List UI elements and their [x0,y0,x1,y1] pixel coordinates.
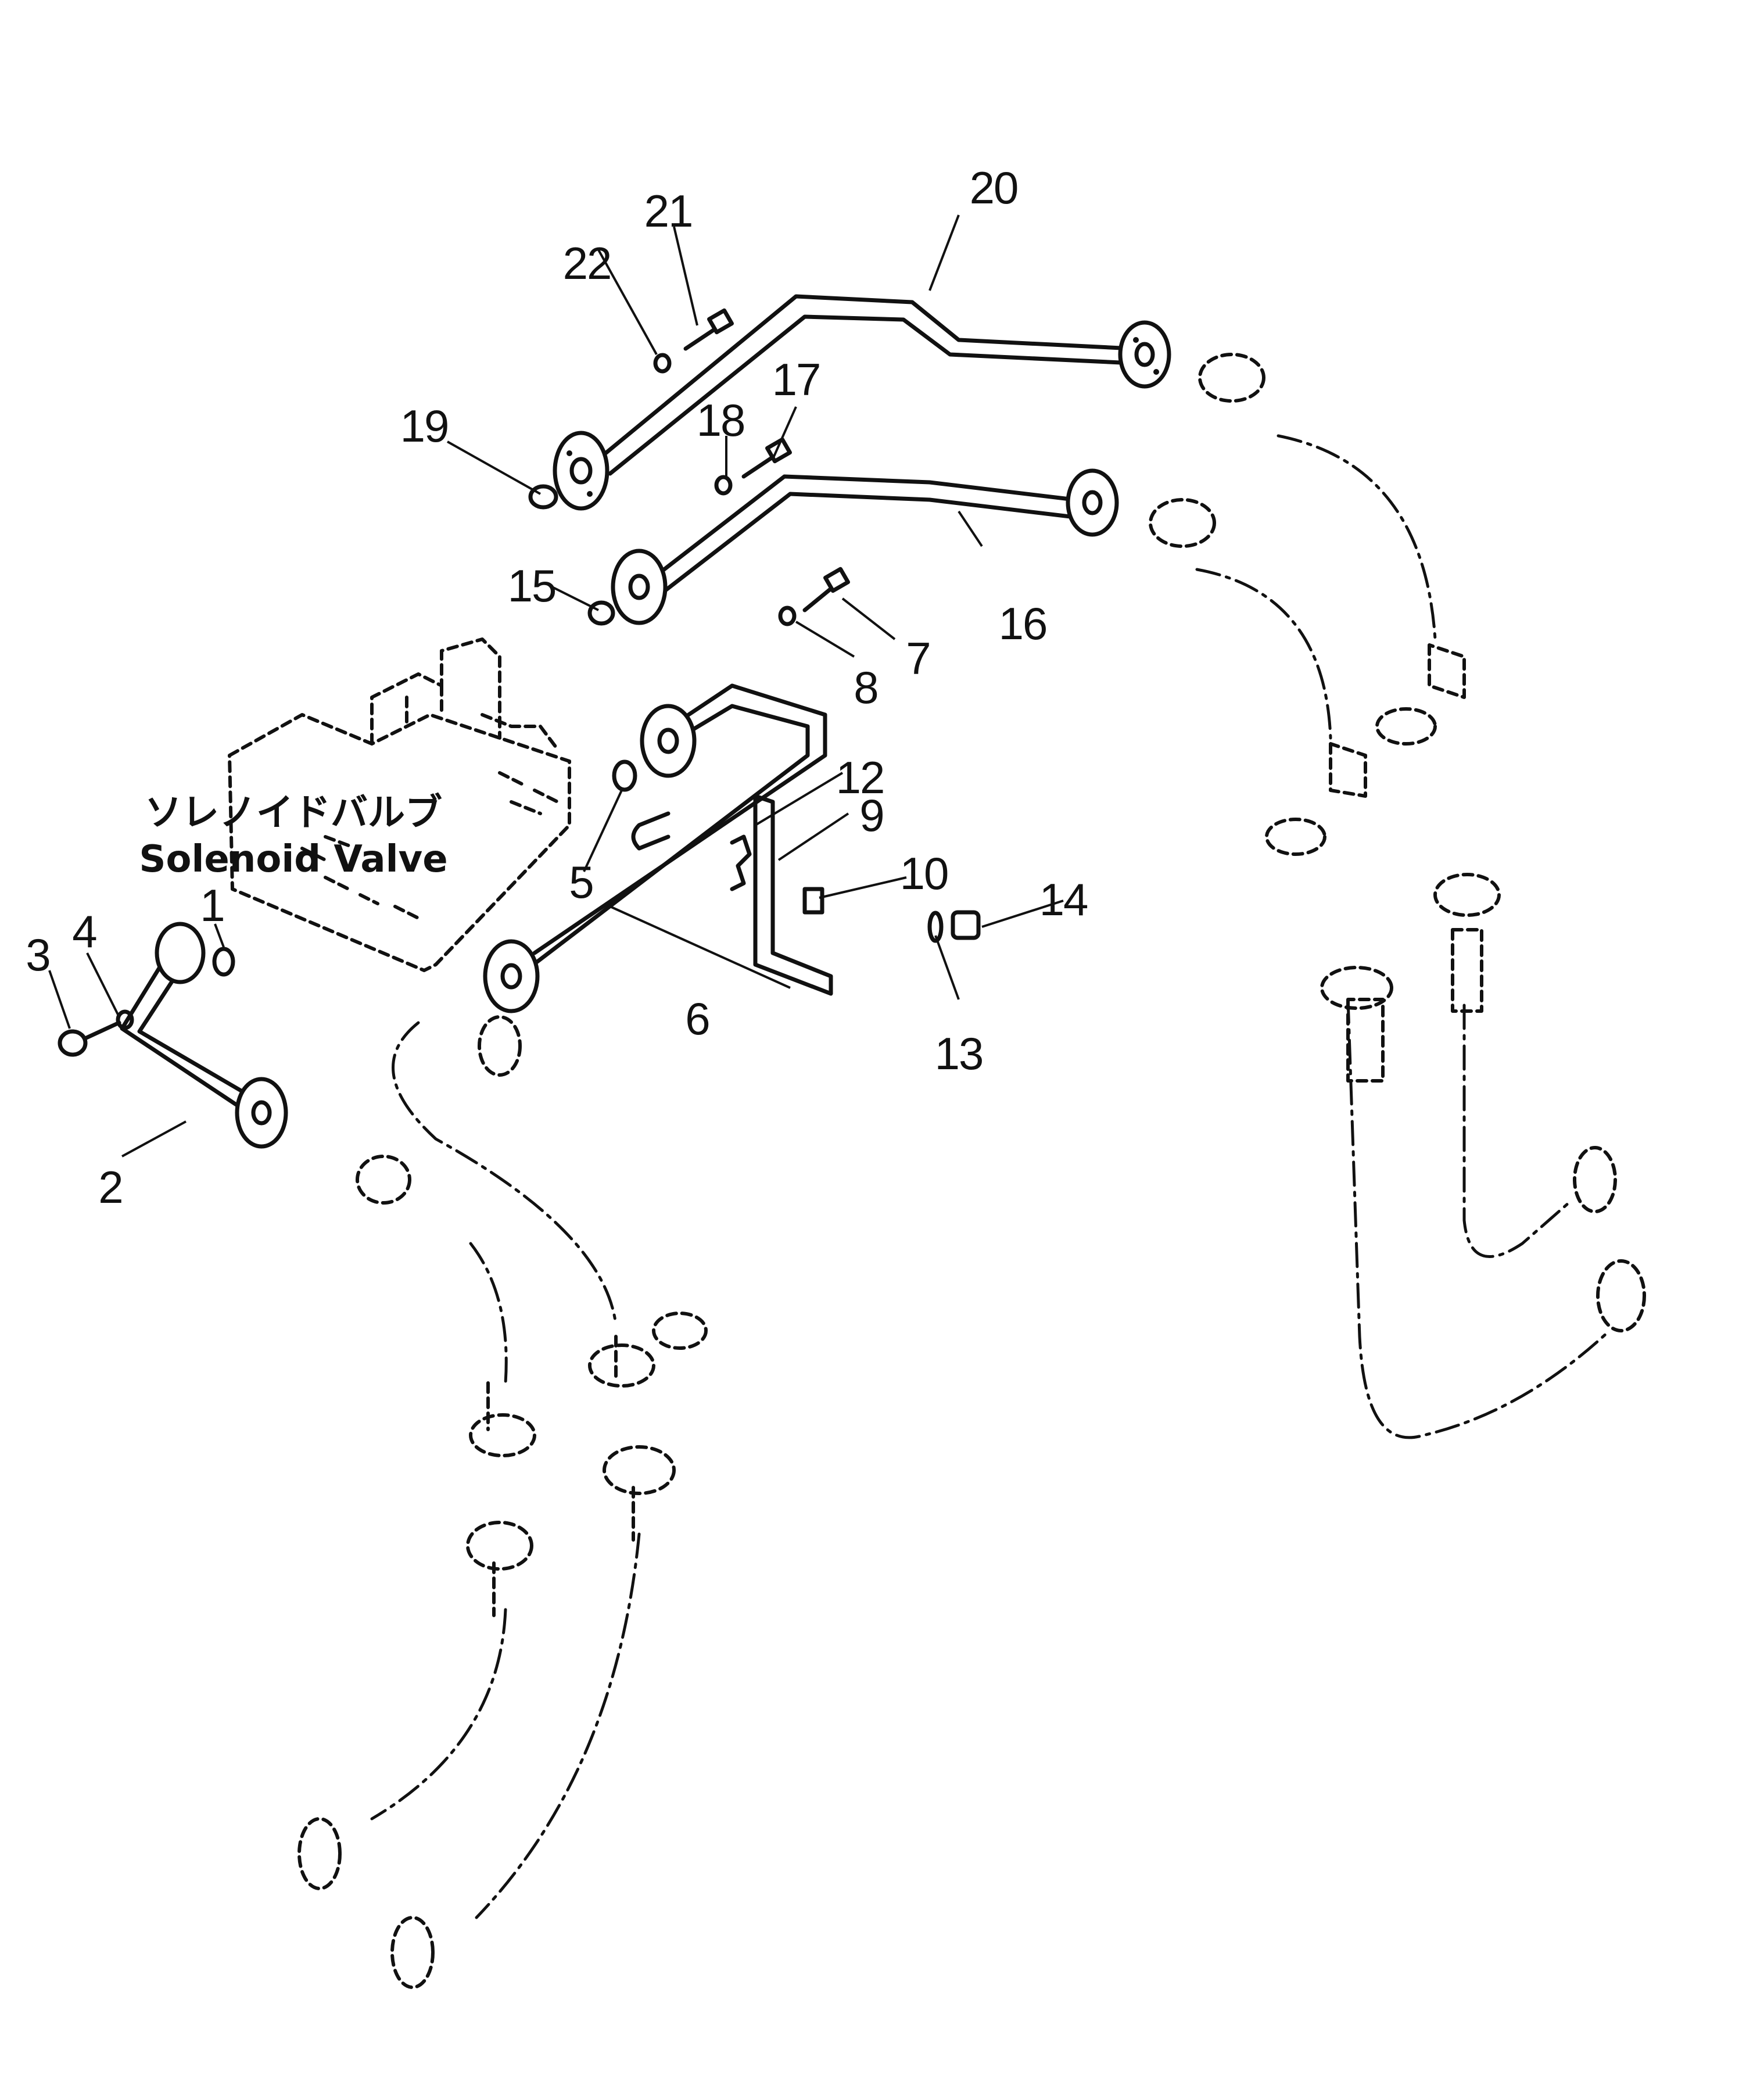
solenoid-label-en: Solenoid Valve [139,838,447,881]
callout-1: 1 [200,880,224,931]
pipe-2 [120,922,288,1149]
callout-numbers: 22 21 20 19 18 17 15 16 7 8 12 9 10 14 1… [26,162,1089,1213]
fasteners [58,308,981,1057]
callout-3: 3 [26,929,49,980]
callout-8: 8 [854,662,877,713]
callout-20: 20 [970,162,1018,213]
callout-5: 5 [569,857,593,908]
callout-16: 16 [999,598,1047,649]
callout-22: 22 [563,238,611,289]
solenoid-label-jp: ソレノイドバルブ [145,791,442,834]
leader-lines [48,214,1064,1158]
pipe-20 [553,294,1171,511]
callout-2: 2 [98,1162,122,1213]
solenoid-valve-body [228,637,571,972]
callout-9: 9 [859,790,883,841]
callout-14: 14 [1039,874,1088,925]
callout-15: 15 [508,560,556,611]
callout-13: 13 [935,1028,983,1079]
callout-18: 18 [697,395,745,446]
callout-6: 6 [685,993,709,1044]
callout-19: 19 [400,400,449,452]
callout-12: 12 [836,752,884,803]
callout-17: 17 [772,354,820,405]
pipe-6 [483,683,827,1013]
callout-10: 10 [900,848,948,899]
phantom-hoses [297,353,1646,1989]
callout-7: 7 [906,633,930,684]
callout-21: 21 [644,185,693,237]
pipe-16 [611,468,1119,625]
callout-4: 4 [72,906,96,957]
